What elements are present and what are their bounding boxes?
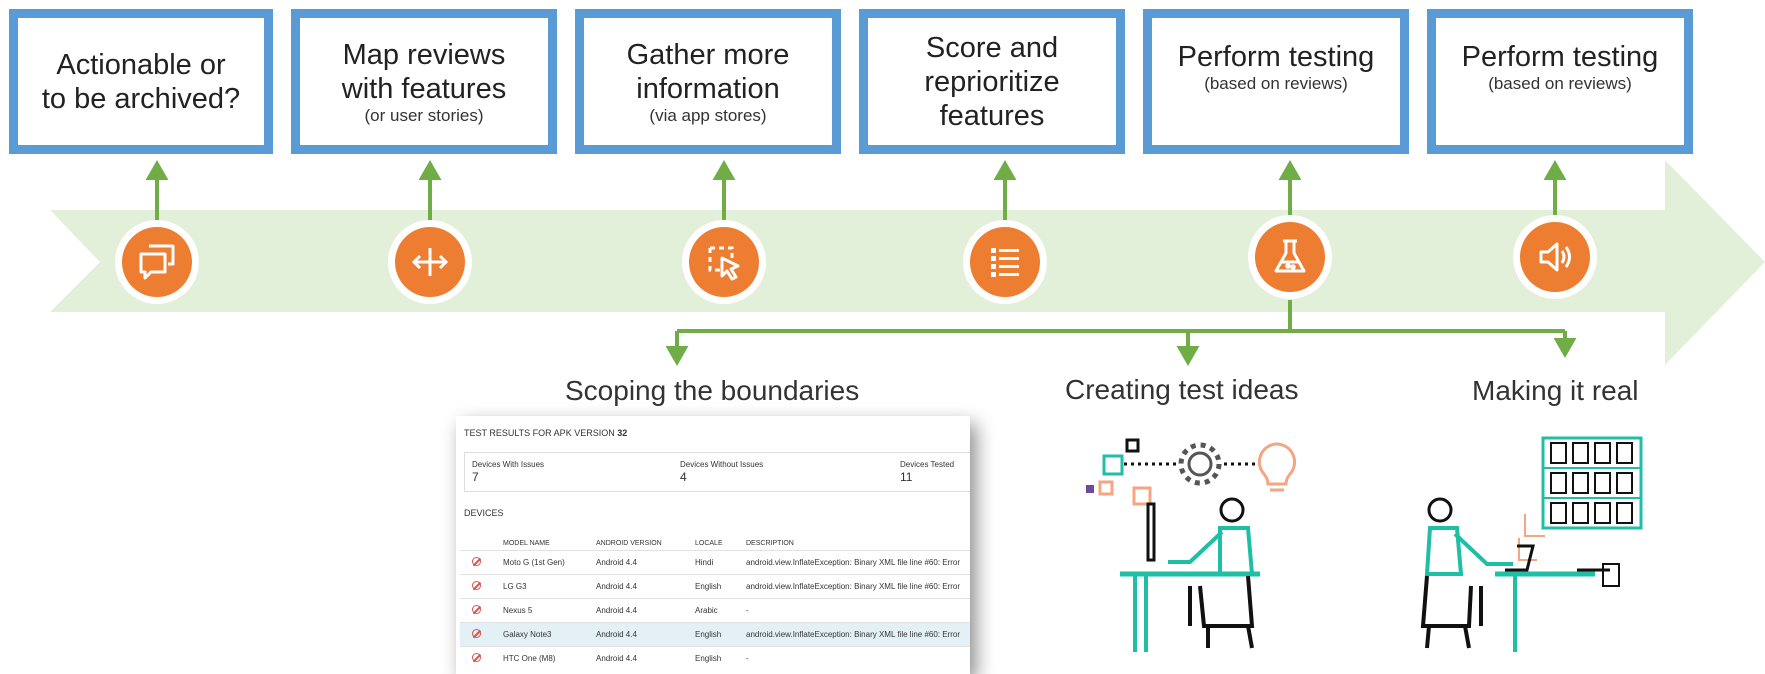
step-subtitle: (or user stories) (364, 105, 484, 125)
locale: English (695, 582, 722, 591)
column-header: DESCRIPTION (746, 540, 794, 547)
table-row[interactable]: LG G3 Android 4.4 English android.view.I… (460, 574, 970, 599)
step-box-4: Score and reprioritize features (859, 9, 1125, 154)
android-version: Android 4.4 (596, 654, 637, 663)
stat-label: Devices Without Issues (680, 460, 764, 469)
step-box-5: Perform testing (based on reviews) (1143, 9, 1409, 154)
description: - (746, 654, 749, 663)
stats-panel (464, 452, 970, 492)
model-name: HTC One (M8) (503, 654, 556, 663)
selection-cursor-icon (708, 246, 740, 281)
step-title: Gather more information (626, 38, 790, 105)
chat-bubbles-icon (139, 244, 175, 280)
flask-icon (1274, 239, 1306, 273)
step-subtitle: (based on reviews) (1488, 74, 1632, 93)
description: - (746, 606, 749, 615)
android-version: Android 4.4 (596, 582, 637, 591)
description: android.view.InflateException: Binary XM… (746, 582, 961, 591)
description: android.view.InflateException: Binary XM… (746, 558, 961, 567)
table-row[interactable]: Moto G (1st Gen) Android 4.4 Hindi andro… (460, 550, 970, 575)
stat-value: 7 (472, 470, 479, 484)
model-name: Nexus 5 (503, 606, 533, 615)
stat-label: Devices With Issues (472, 460, 545, 469)
table-row[interactable]: Nexus 5 Android 4.4 Arabic - (460, 598, 970, 623)
description: android.view.InflateException: Binary XM… (746, 630, 961, 639)
android-version: Android 4.4 (596, 606, 637, 615)
results-heading: TEST RESULTS FOR APK VERSION 32 (464, 428, 628, 438)
speaker-icon (1539, 242, 1571, 272)
locale: Hindi (695, 558, 714, 567)
caption-making-real: Making it real (1472, 375, 1639, 406)
locale: Arabic (695, 606, 718, 615)
column-header: ANDROID VERSION (596, 540, 662, 547)
caption-scoping: Scoping the boundaries (565, 375, 860, 406)
step-box-2: Map reviews with features (or user stori… (291, 9, 557, 154)
step-icon-4 (963, 220, 1047, 304)
column-header: MODEL NAME (503, 540, 550, 547)
step-title: Actionable or to be archived? (41, 48, 241, 115)
step-icon-3 (682, 220, 766, 304)
section-title: DEVICES (464, 508, 504, 518)
branch-connector (665, 300, 1577, 367)
stat-label: Devices Tested (900, 460, 955, 469)
locale: English (695, 654, 722, 663)
caption-test-ideas: Creating test ideas (1065, 374, 1299, 405)
step-title: Score and reprioritize features (924, 31, 1060, 132)
test-ideas-illustration (1086, 438, 1297, 652)
step-box-6: Perform testing (based on reviews) (1427, 9, 1693, 154)
error-icon (472, 629, 481, 638)
step-icon-2 (388, 220, 472, 304)
table-row[interactable]: HTC One (M8) Android 4.4 English - (460, 646, 970, 671)
error-icon (472, 605, 481, 614)
step-title: Map reviews with features (341, 38, 507, 105)
making-real-illustration (1420, 436, 1643, 652)
locale: English (695, 630, 722, 639)
horizontal-arrows-icon (411, 248, 449, 276)
model-name: Moto G (1st Gen) (503, 558, 565, 567)
table-row[interactable]: Galaxy Note3 Android 4.4 English android… (460, 622, 970, 647)
step-icon-5 (1248, 215, 1332, 299)
step-subtitle: (via app stores) (649, 105, 767, 125)
list-icon (991, 248, 1019, 277)
step-icon-6 (1513, 215, 1597, 299)
test-results-screenshot: TEST RESULTS FOR APK VERSION 32 Devices … (456, 416, 970, 674)
model-name: LG G3 (503, 582, 527, 591)
error-icon (472, 653, 481, 662)
model-name: Galaxy Note3 (503, 630, 552, 639)
step-box-1: Actionable or to be archived? (9, 9, 273, 154)
stat-value: 11 (900, 470, 913, 484)
step-title: Perform testing (1177, 41, 1375, 73)
step-box-3: Gather more information (via app stores) (575, 9, 841, 154)
android-version: Android 4.4 (596, 630, 637, 639)
step-subtitle: (based on reviews) (1204, 74, 1348, 93)
step-icon-1 (115, 220, 199, 304)
error-icon (472, 557, 481, 566)
error-icon (472, 581, 481, 590)
column-header: LOCALE (695, 540, 723, 547)
android-version: Android 4.4 (596, 558, 637, 567)
step-title: Perform testing (1461, 41, 1659, 73)
stat-value: 4 (680, 470, 687, 484)
